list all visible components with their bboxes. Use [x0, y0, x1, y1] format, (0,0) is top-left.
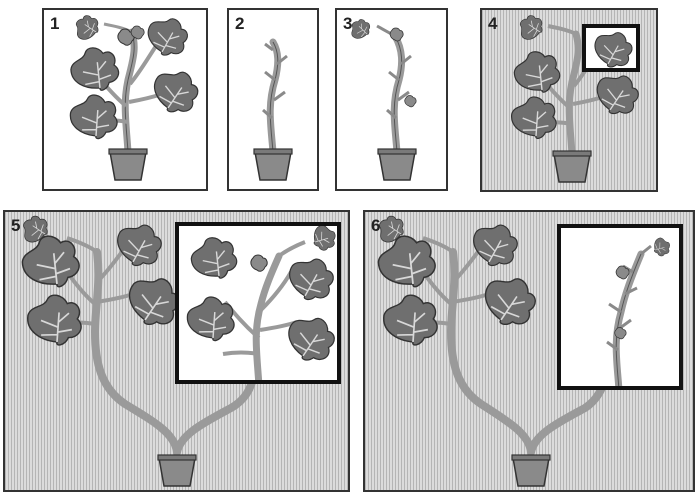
- inset-frame-4: [582, 24, 640, 72]
- bud-icon: [251, 255, 267, 271]
- leaf-icon: [186, 232, 241, 286]
- panel-3: 3: [335, 8, 448, 191]
- leaf-icon: [590, 68, 643, 119]
- leaf-icon: [586, 28, 636, 68]
- inset-frame-6: [557, 224, 683, 390]
- panel-number-1: 1: [50, 14, 59, 34]
- panel-4: 4: [480, 8, 658, 192]
- leaf-icon: [284, 253, 337, 305]
- pot-icon: [378, 149, 416, 180]
- panel-number-2: 2: [235, 14, 244, 34]
- plant-icon: [44, 10, 206, 189]
- pot-icon: [158, 455, 196, 486]
- panel-6: 6: [363, 210, 695, 492]
- leaf-icon: [468, 219, 521, 271]
- leaf-icon: [477, 270, 541, 332]
- leaf-icon: [147, 64, 202, 118]
- plant-icon: [179, 226, 337, 380]
- panel-number-3: 3: [343, 14, 352, 34]
- leaf-icon: [509, 46, 564, 100]
- leaf-icon: [308, 226, 337, 254]
- leaf-icon: [184, 294, 237, 345]
- leaf-icon: [281, 310, 337, 367]
- pot-icon: [109, 149, 147, 180]
- pot-icon: [512, 455, 550, 486]
- plant-icon: [229, 10, 317, 189]
- leaf-icon: [65, 41, 123, 98]
- bud-icon: [390, 28, 403, 41]
- panel-2: 2: [227, 8, 319, 191]
- panel-1: 1: [42, 8, 208, 191]
- leaf-icon: [72, 13, 102, 43]
- leaf-icon: [380, 291, 440, 349]
- pot-icon: [254, 149, 292, 180]
- panel-5: 5: [3, 210, 350, 492]
- bud-icon: [405, 96, 416, 107]
- panel-number-5: 5: [11, 216, 20, 236]
- leaf-icon: [67, 92, 120, 143]
- panel-number-6: 6: [371, 216, 380, 236]
- leaf-icon: [509, 94, 559, 143]
- leaf-icon: [516, 13, 546, 43]
- panel-number-4: 4: [488, 14, 497, 34]
- inset-frame-5: [175, 222, 341, 384]
- plant-icon: [561, 228, 679, 386]
- leaf-icon: [24, 291, 84, 349]
- leaf-icon: [650, 235, 673, 259]
- pot-icon: [553, 151, 591, 182]
- plant-icon: [337, 10, 446, 189]
- leaf-icon: [112, 219, 165, 271]
